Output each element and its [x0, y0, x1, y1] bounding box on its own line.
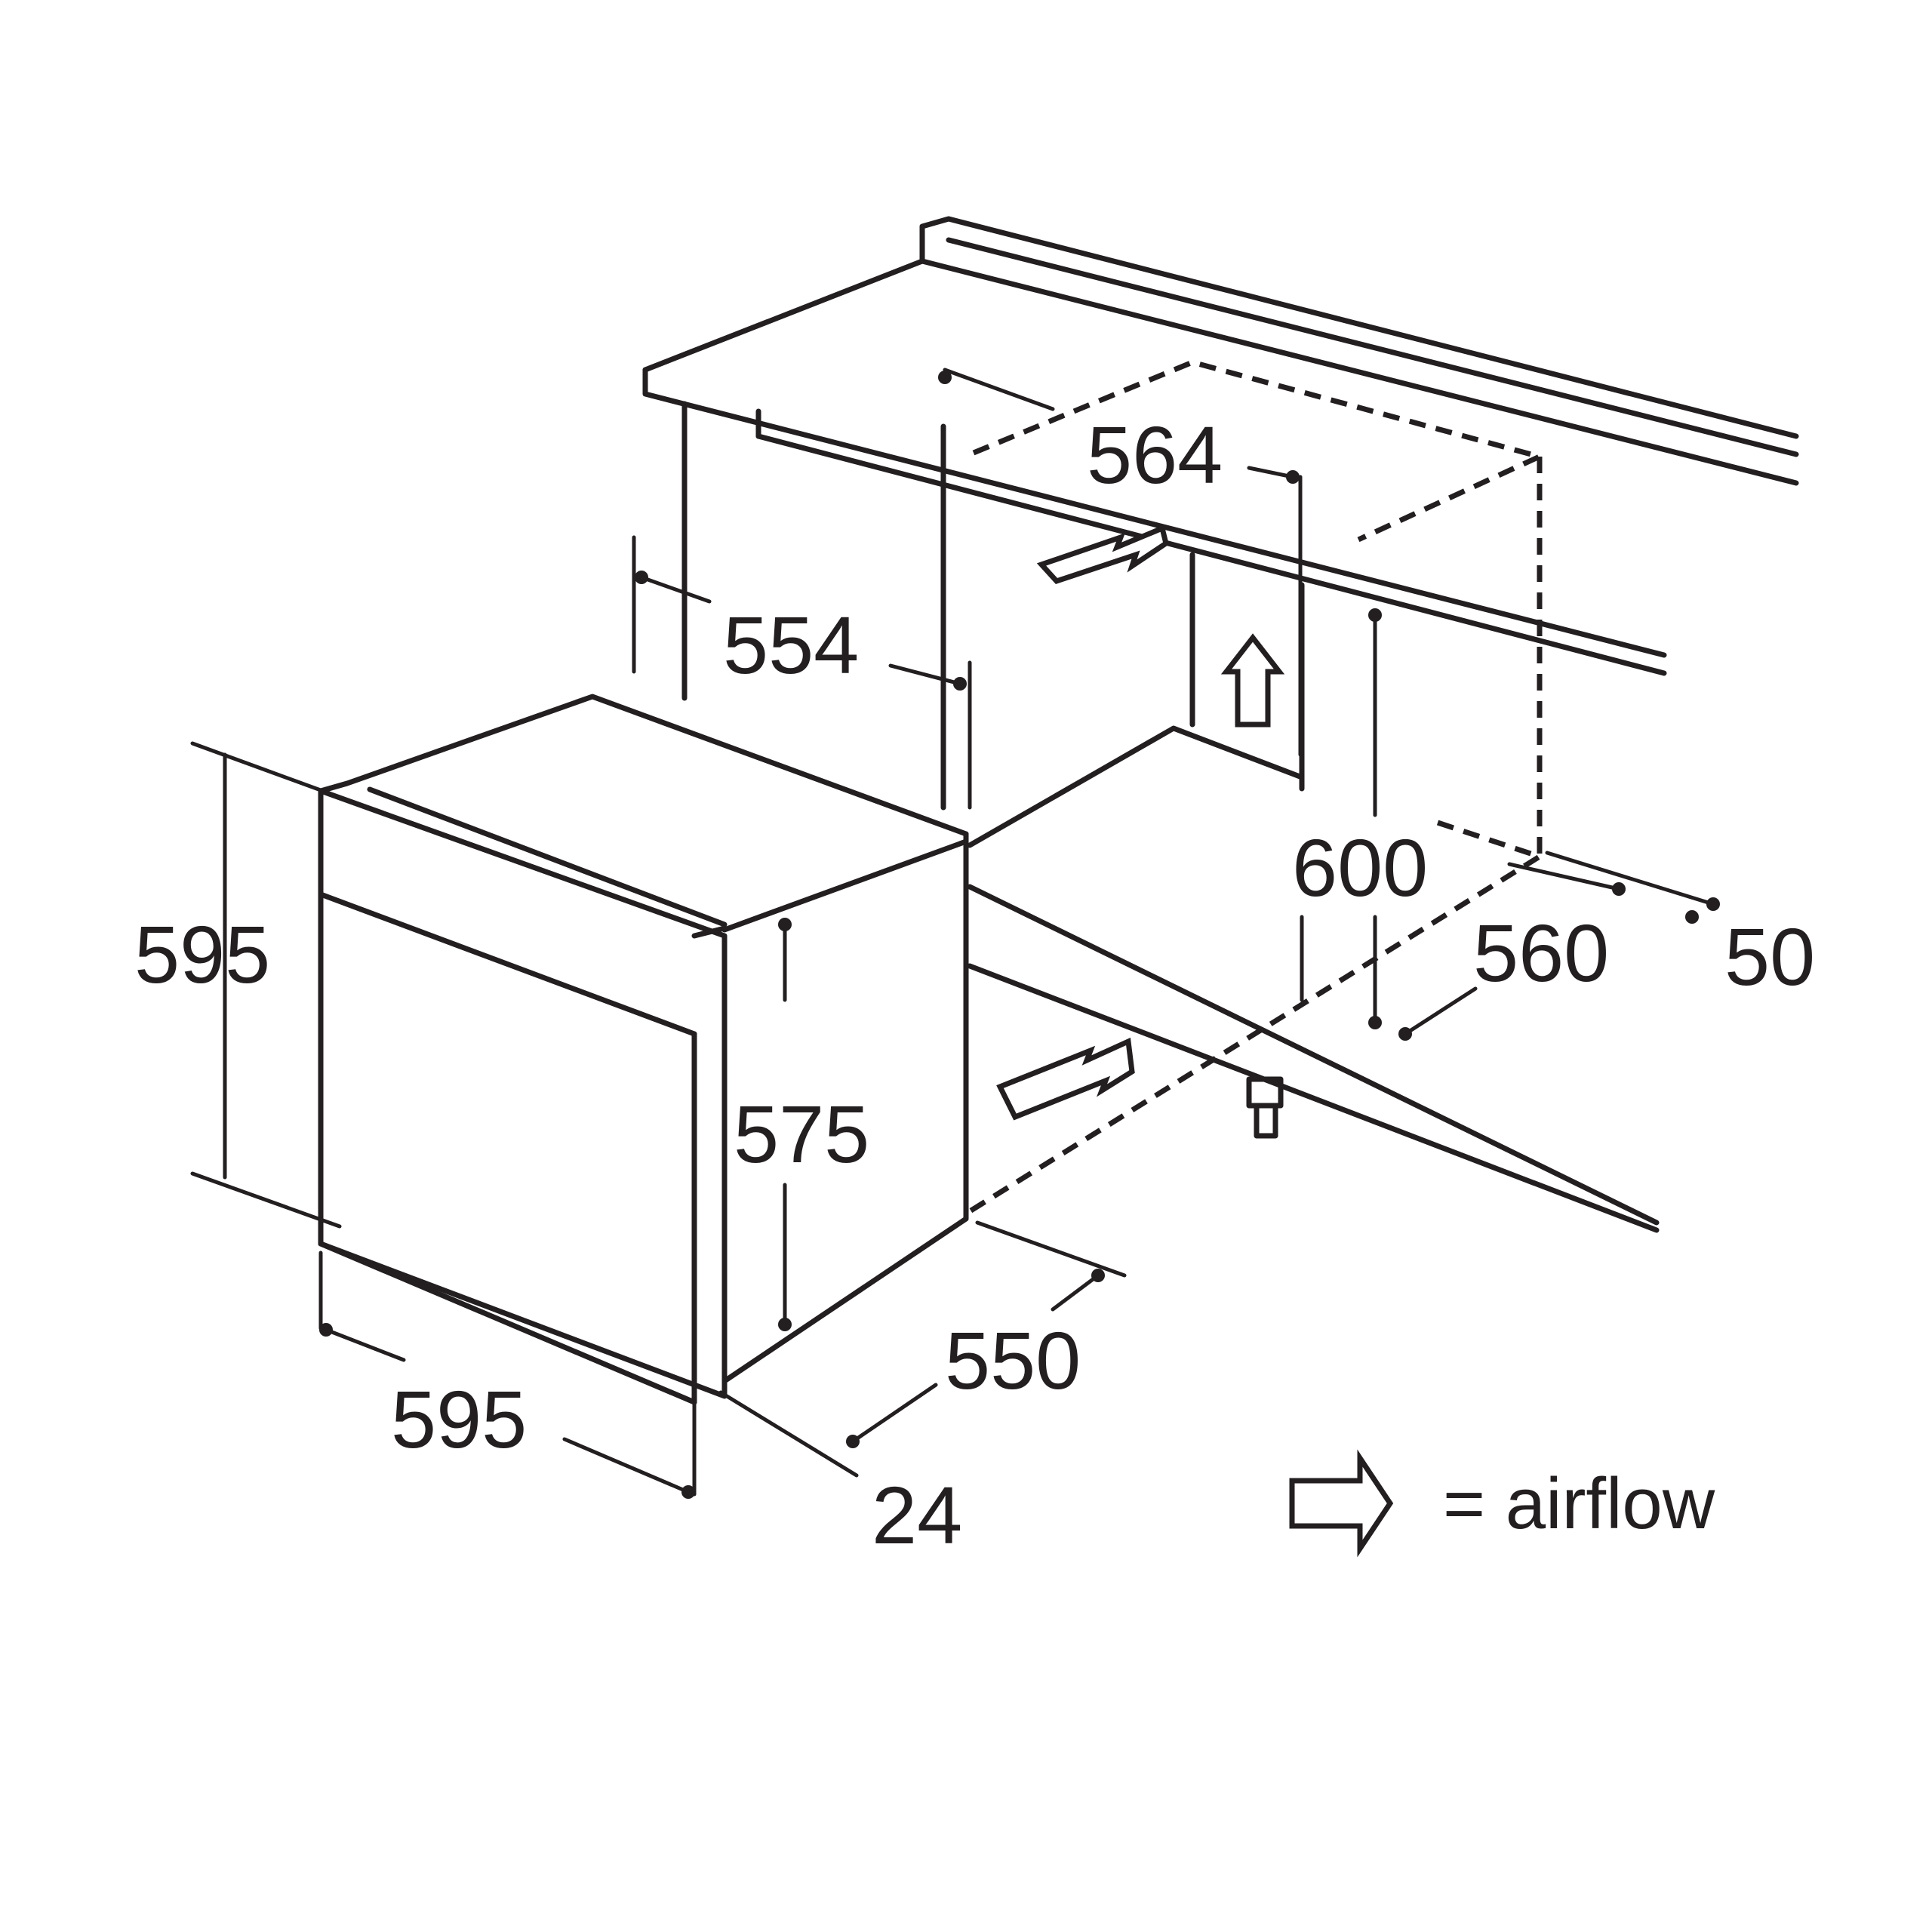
dimension-labels: 595 595 575 550 24 554 564 600 560 50: [134, 409, 1815, 1561]
cabinet-side-panel: [681, 401, 946, 811]
airflow-arrows: [996, 525, 1285, 1121]
label-niche-width-min: 554: [723, 599, 859, 691]
label-niche-width-max: 564: [1087, 409, 1223, 500]
legend-label: = airflow: [1443, 1463, 1715, 1544]
label-oven-height: 595: [134, 909, 270, 1000]
airflow-out-arrow: [1036, 525, 1169, 585]
dimension-lines: [190, 368, 1720, 1499]
countertop: [642, 216, 1799, 676]
label-door-depth: 24: [872, 1469, 962, 1561]
label-niche-height: 600: [1292, 822, 1428, 913]
label-rear-gap: 50: [1724, 911, 1815, 1002]
arrow-outline-icon: [1289, 1449, 1394, 1558]
airflow-up-arrow: [1220, 633, 1285, 728]
label-oven-body-height: 575: [734, 1088, 869, 1180]
label-niche-depth: 560: [1473, 907, 1609, 998]
airflow-in-arrow: [996, 1037, 1135, 1121]
label-oven-depth: 550: [945, 1315, 1081, 1406]
oven: [318, 694, 969, 1405]
cable-connector: [1246, 1076, 1284, 1139]
label-oven-width: 595: [391, 1374, 527, 1465]
niche: [967, 359, 1660, 1233]
legend: = airflow: [1289, 1449, 1715, 1558]
